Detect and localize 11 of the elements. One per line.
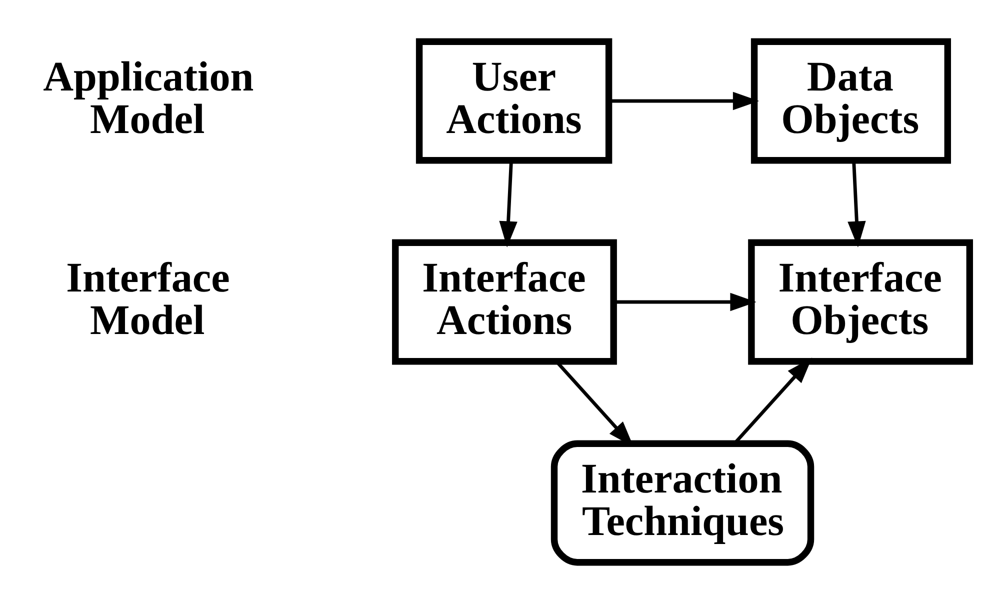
- arrow: [609, 91, 760, 110]
- node-box: Data Objects: [750, 38, 951, 164]
- node-box: User Actions: [416, 38, 612, 164]
- arrow: [614, 292, 756, 311]
- label: Application Model: [43, 53, 254, 142]
- label: Interface Model: [66, 254, 230, 344]
- node-box: Interface Actions: [392, 238, 617, 364]
- arrow: [499, 160, 518, 247]
- node-box: Interface Objects: [748, 238, 973, 364]
- arrow: [848, 160, 866, 247]
- node-box: Interaction Techniques: [550, 440, 814, 566]
